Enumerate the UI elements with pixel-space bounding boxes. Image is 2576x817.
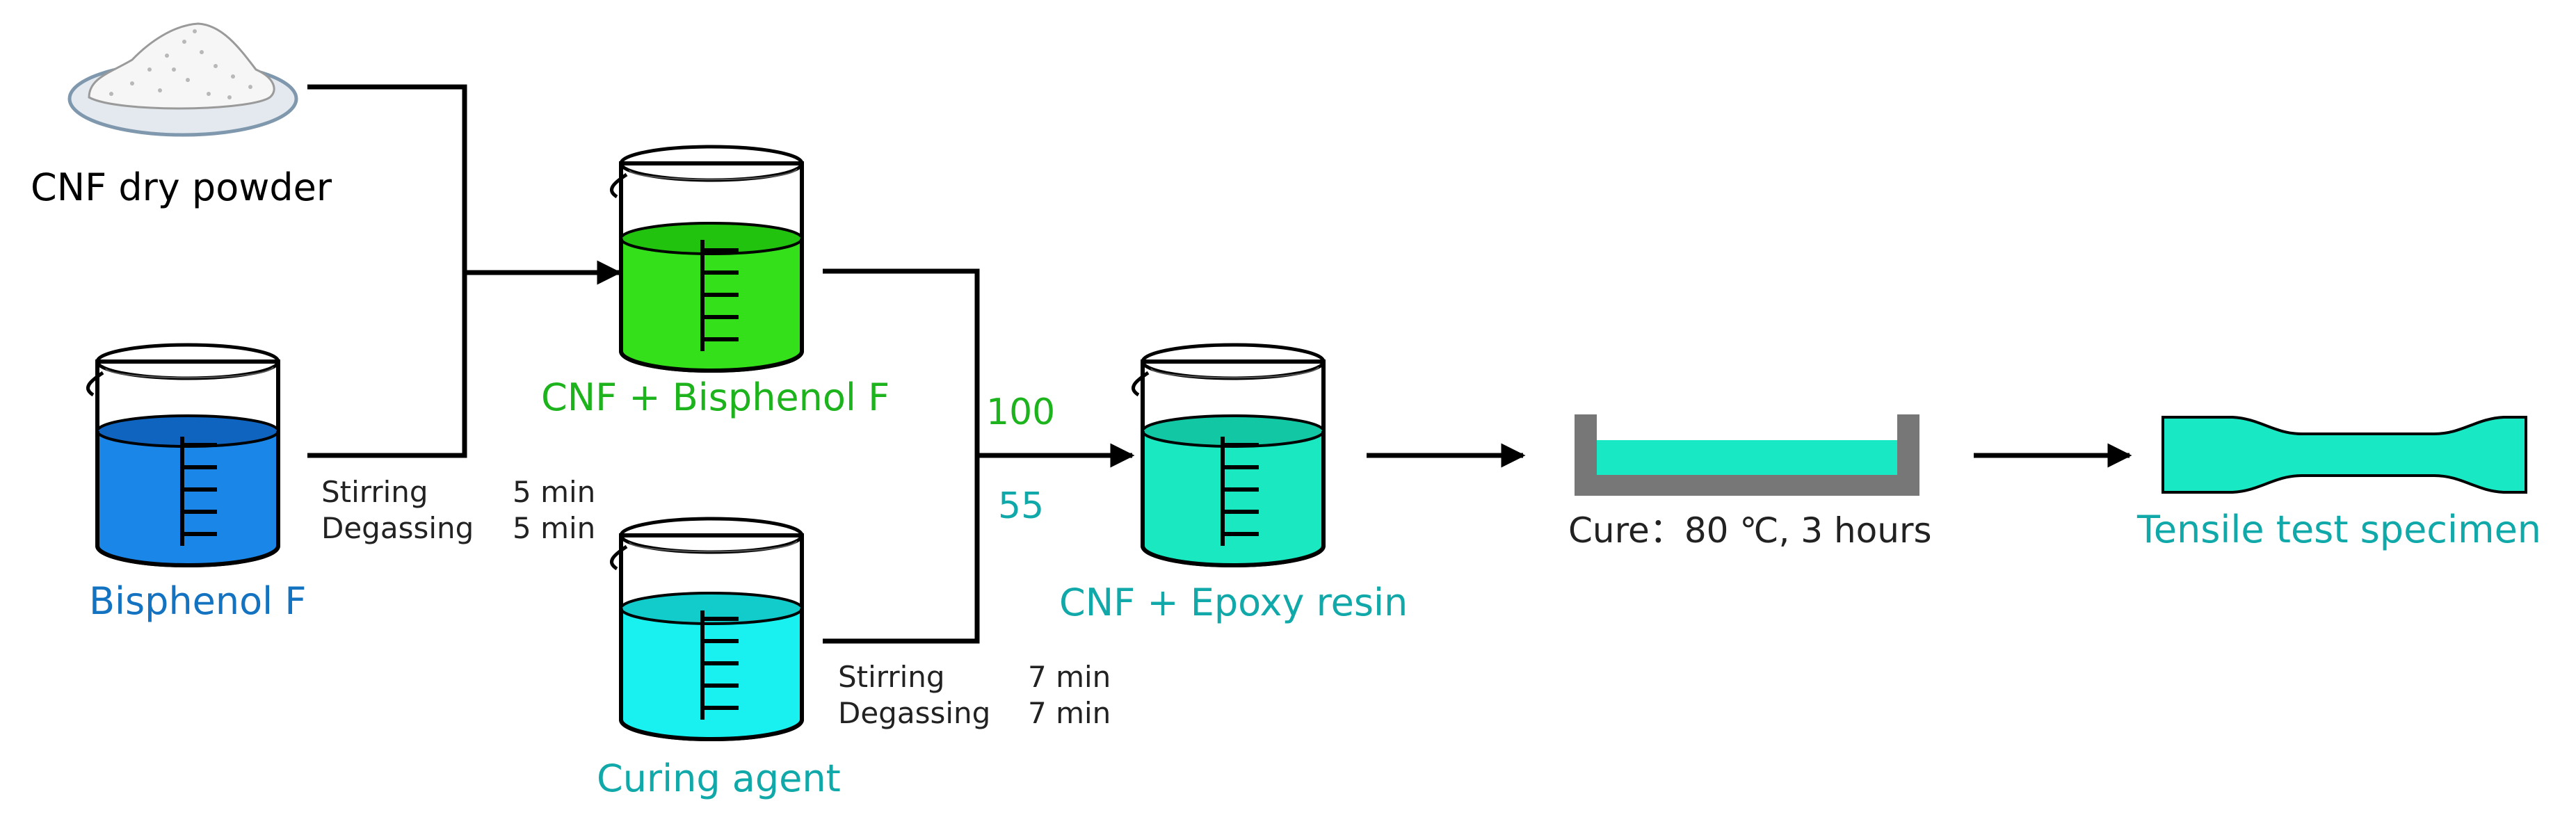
curing-agent-beaker-icon <box>610 517 804 741</box>
process1-stirring-time: 5 min <box>513 475 595 509</box>
curing-agent-label: Curing agent <box>597 757 841 800</box>
bisphenol-label: Bisphenol F <box>89 579 306 623</box>
cnf-powder-label: CNF dry powder <box>31 165 332 209</box>
process2-degassing-time: 7 min <box>1028 696 1111 730</box>
process1-stirring: Stirring <box>321 475 428 509</box>
ratio-bottom: 55 <box>998 485 1044 527</box>
cnf-bisphenol-label: CNF + Bisphenol F <box>541 375 889 419</box>
bisphenol-beaker-icon <box>86 343 280 567</box>
process1-degassing-time: 5 min <box>513 511 595 545</box>
cure-label: Cure：80 ℃, 3 hours <box>1568 510 1932 551</box>
ratio-top: 100 <box>986 391 1055 433</box>
process1-degassing: Degassing <box>321 511 474 545</box>
tensile-label: Tensile test specimen <box>2136 508 2541 551</box>
tensile-specimen-icon <box>2162 416 2527 494</box>
cnf-powder-dish-icon <box>67 22 298 137</box>
cnf-bisphenol-beaker-icon <box>610 145 804 373</box>
flow-connectors <box>307 84 2132 644</box>
process2-stirring-time: 7 min <box>1028 660 1111 694</box>
curing-mold-icon <box>1575 414 1919 496</box>
cnf-epoxy-beaker-icon <box>1132 343 1326 567</box>
process2-degassing: Degassing <box>838 696 990 730</box>
cnf-epoxy-label: CNF + Epoxy resin <box>1059 581 1408 624</box>
process2-stirring: Stirring <box>838 660 945 694</box>
